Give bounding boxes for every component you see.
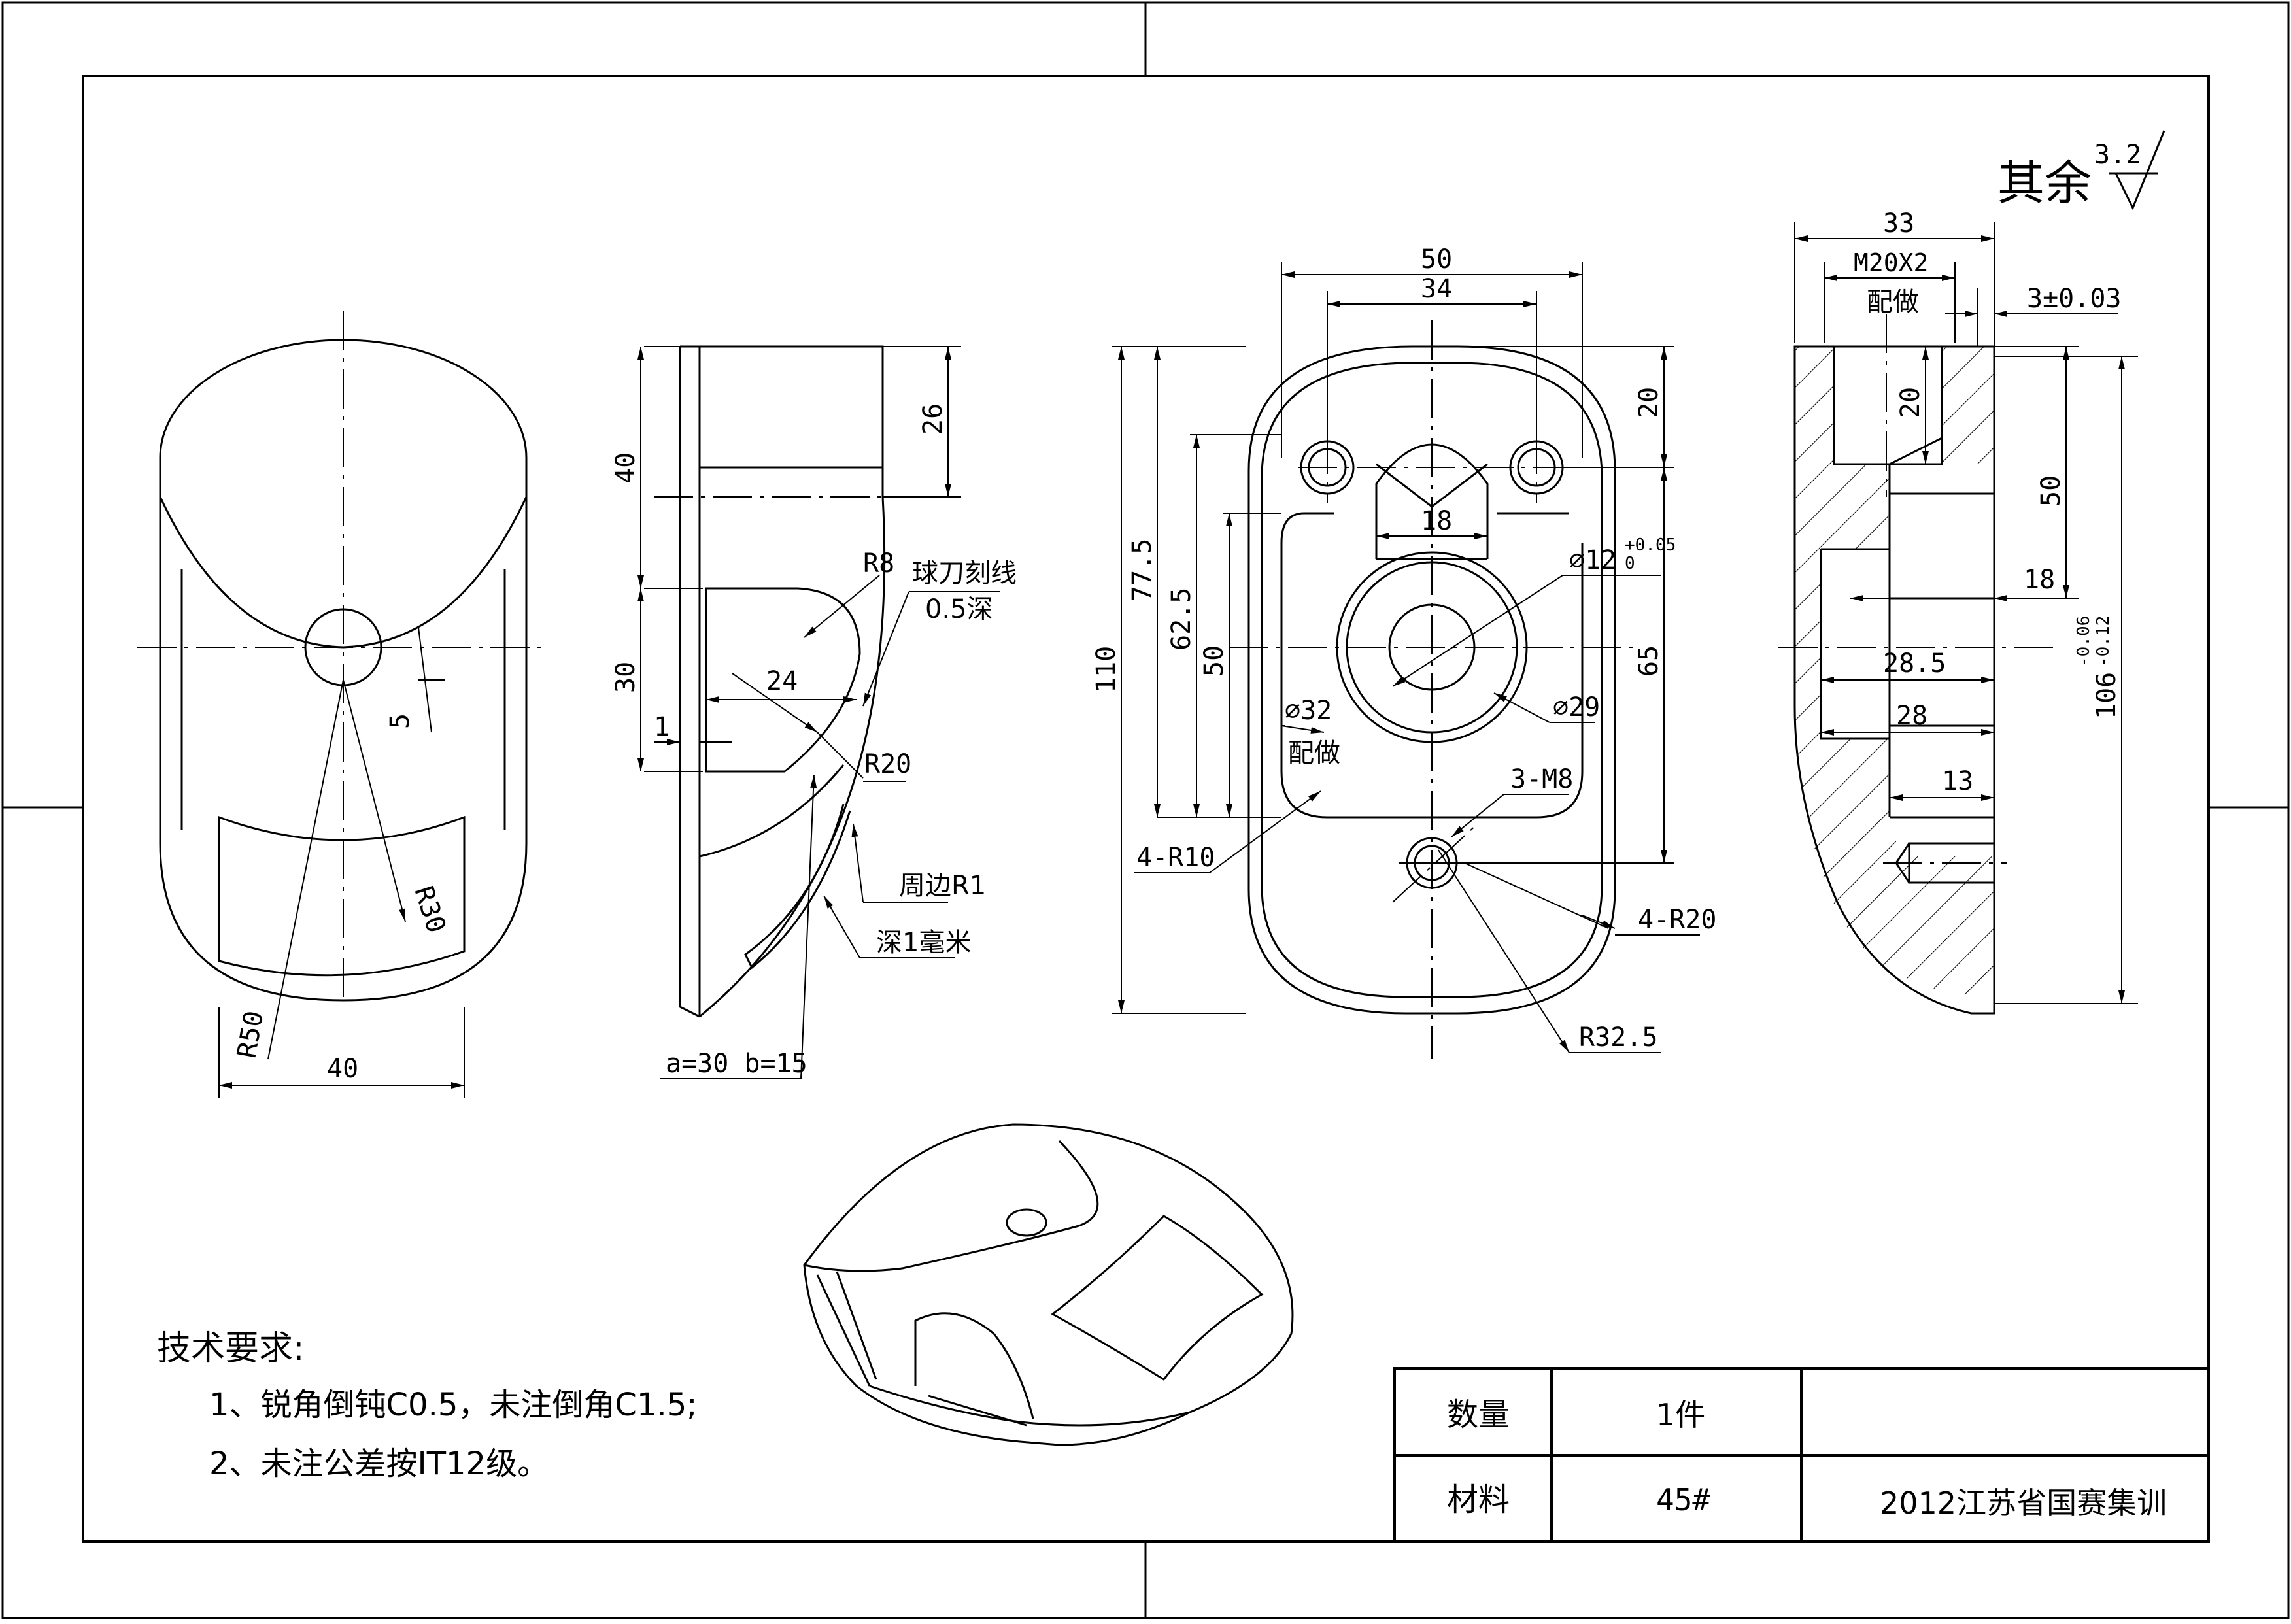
top-dim-34: 34: [1421, 274, 1452, 304]
iso-window: [1051, 1215, 1264, 1381]
top-view: 50 34 18 110 77.5 62.5 50 20 65 ⌀12 +0.0…: [1091, 245, 1716, 1059]
side-dim-40: 40: [611, 452, 641, 484]
front-r30-label: R30: [408, 883, 451, 937]
side-pocket: [705, 587, 861, 773]
front-width-label: 40: [327, 1054, 358, 1084]
top-fit-make: 配做: [1288, 738, 1340, 768]
section-fit-make: 配做: [1867, 287, 1919, 317]
section-dim-106-tol-up: -0.06: [2074, 616, 2094, 667]
section-view: 33 M20X2 配做 3±0.03 20 50 18 28.5 28 13 1…: [1778, 209, 2138, 1015]
side-dim-30: 30: [611, 662, 641, 693]
top-phi12: ⌀12: [1569, 545, 1616, 575]
section-dim-28: 28: [1896, 701, 1927, 731]
front-view: R30 R50 40 5: [137, 311, 549, 1098]
iso-hole: [1006, 1208, 1047, 1237]
top-m8: 3-M8: [1510, 764, 1573, 794]
section-dim-50: 50: [2036, 475, 2066, 507]
top-phi32: ⌀32: [1285, 696, 1332, 726]
material-value: 45#: [1656, 1482, 1710, 1517]
side-edge-r1: 周边R1: [899, 871, 986, 901]
top-outline-inner: [1261, 362, 1603, 998]
side-ball-cut: 球刀刻线: [912, 558, 1017, 588]
front-offset-label: 5: [385, 713, 415, 729]
surface-finish-note: 其余 3.2: [1997, 130, 2165, 211]
section-dim-28-5: 28.5: [1883, 649, 1946, 679]
top-r32-5: R32.5: [1579, 1023, 1657, 1053]
top-phi29: ⌀29: [1553, 692, 1600, 722]
top-dim-65: 65: [1634, 645, 1664, 677]
top-pocket: [1280, 512, 1584, 819]
side-view: 40 30 26 24 1 R8 R20 球刀刻线 0.5深 周边R1 深1毫米…: [611, 345, 1017, 1079]
section-outline: [1793, 345, 1995, 1015]
section-thread: M20X2: [1854, 248, 1928, 277]
side-r8-label: R8: [863, 549, 894, 579]
front-center-hole: [304, 608, 382, 686]
top-dim-110: 110: [1091, 646, 1121, 693]
side-ball-depth: 0.5深: [925, 594, 993, 624]
roughness-symbol: [2109, 130, 2165, 211]
side-dim-24: 24: [766, 666, 798, 696]
top-r10: 4-R10: [1136, 843, 1215, 873]
side-dim-1: 1: [654, 712, 670, 742]
side-r20-label: R20: [864, 749, 911, 779]
front-outline: [159, 458, 528, 1002]
title-block: 数量 1件 材料 45# 2012江苏省国赛集训: [1393, 1367, 2210, 1543]
side-ellipse-label: a=30 b=15: [666, 1049, 807, 1079]
front-r50-label: R50: [232, 1009, 270, 1060]
surface-finish-label: 其余: [1997, 156, 2092, 211]
top-dim-62-5: 62.5: [1166, 588, 1196, 651]
top-phi12-tol-up: +0.05: [1625, 535, 1676, 555]
tech-req-item-2: 2、未注公差按IT12级。: [209, 1446, 549, 1482]
section-dim-13: 13: [1942, 766, 1973, 796]
section-dim-33: 33: [1883, 209, 1914, 239]
top-dim-20: 20: [1634, 387, 1664, 418]
section-dim-20: 20: [1895, 387, 1926, 418]
top-dim-18: 18: [1421, 506, 1452, 536]
side-dim-26: 26: [918, 403, 948, 435]
side-outline: [699, 345, 886, 1018]
section-dim-18: 18: [2024, 565, 2055, 595]
surface-finish-value: 3.2: [2094, 140, 2141, 170]
material-label: 材料: [1447, 1481, 1510, 1518]
iso-outline: [803, 1123, 1294, 1446]
project-name: 2012江苏省国赛集训: [1880, 1485, 2167, 1521]
section-dim-106-tol-low: -0.12: [2094, 616, 2113, 667]
section-dim-106: 106: [2092, 672, 2122, 719]
tech-requirements: 技术要求: 1、锐角倒钝C0.5，未注倒角C1.5; 2、未注公差按IT12级。: [157, 1329, 697, 1482]
front-top-dome: [159, 339, 528, 649]
top-dim-50: 50: [1421, 245, 1452, 275]
side-depth-1mm: 深1毫米: [876, 928, 971, 958]
isometric-view: [803, 1123, 1294, 1446]
top-dim-50v: 50: [1199, 645, 1229, 677]
tech-req-item-1: 1、锐角倒钝C0.5，未注倒角C1.5;: [209, 1387, 697, 1423]
top-dim-77-5: 77.5: [1127, 539, 1157, 601]
top-outline-outer: [1247, 345, 1616, 1015]
tech-req-title: 技术要求:: [157, 1329, 305, 1368]
section-tol3: 3±0.03: [2027, 284, 2122, 314]
qty-label: 数量: [1447, 1396, 1510, 1433]
iso-side-window: [914, 1312, 1034, 1419]
top-phi12-tol-low: 0: [1625, 554, 1635, 573]
front-window-cut: [218, 815, 466, 977]
qty-value: 1件: [1656, 1397, 1705, 1432]
top-r20: 4-R20: [1638, 905, 1716, 935]
